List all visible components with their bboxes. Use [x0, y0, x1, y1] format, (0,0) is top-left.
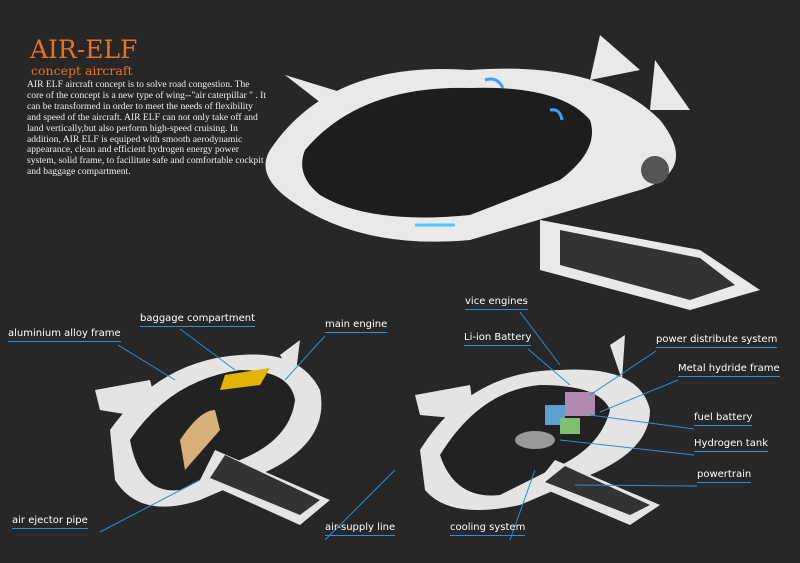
left-cutaway-render	[95, 340, 330, 525]
label-li-ion-battery: Li-ion Battery	[464, 332, 532, 346]
label-baggage-compartment: baggage compartment	[140, 313, 255, 327]
page-subtitle: concept aircraft	[31, 63, 133, 78]
page-title: AIR-ELF	[30, 35, 138, 64]
label-metal-hydride-frame: Metal hydride frame	[678, 363, 780, 377]
right-cutaway-render	[415, 335, 660, 525]
label-aluminium-alloy-frame: aluminium alloy frame	[8, 328, 121, 342]
label-powertrain: powertrain	[697, 469, 752, 483]
label-air-ejector-pipe: air ejector pipe	[12, 515, 88, 529]
label-fuel-battery: fuel battery	[694, 412, 753, 426]
label-power-distribute-system: power distribute system	[656, 334, 778, 348]
description-text: AIR ELF aircraft concept is to solve roa…	[27, 79, 267, 178]
label-vice-engines: vice engines	[465, 296, 528, 310]
leader-lines	[99, 311, 698, 541]
label-air-supply-line: air-supply line	[325, 522, 396, 536]
label-main-engine: main engine	[325, 319, 388, 333]
main-aircraft-render	[265, 35, 760, 310]
label-hydrogen-tank: Hydrogen tank	[694, 438, 768, 452]
label-cooling-system: cooling system	[450, 522, 526, 536]
